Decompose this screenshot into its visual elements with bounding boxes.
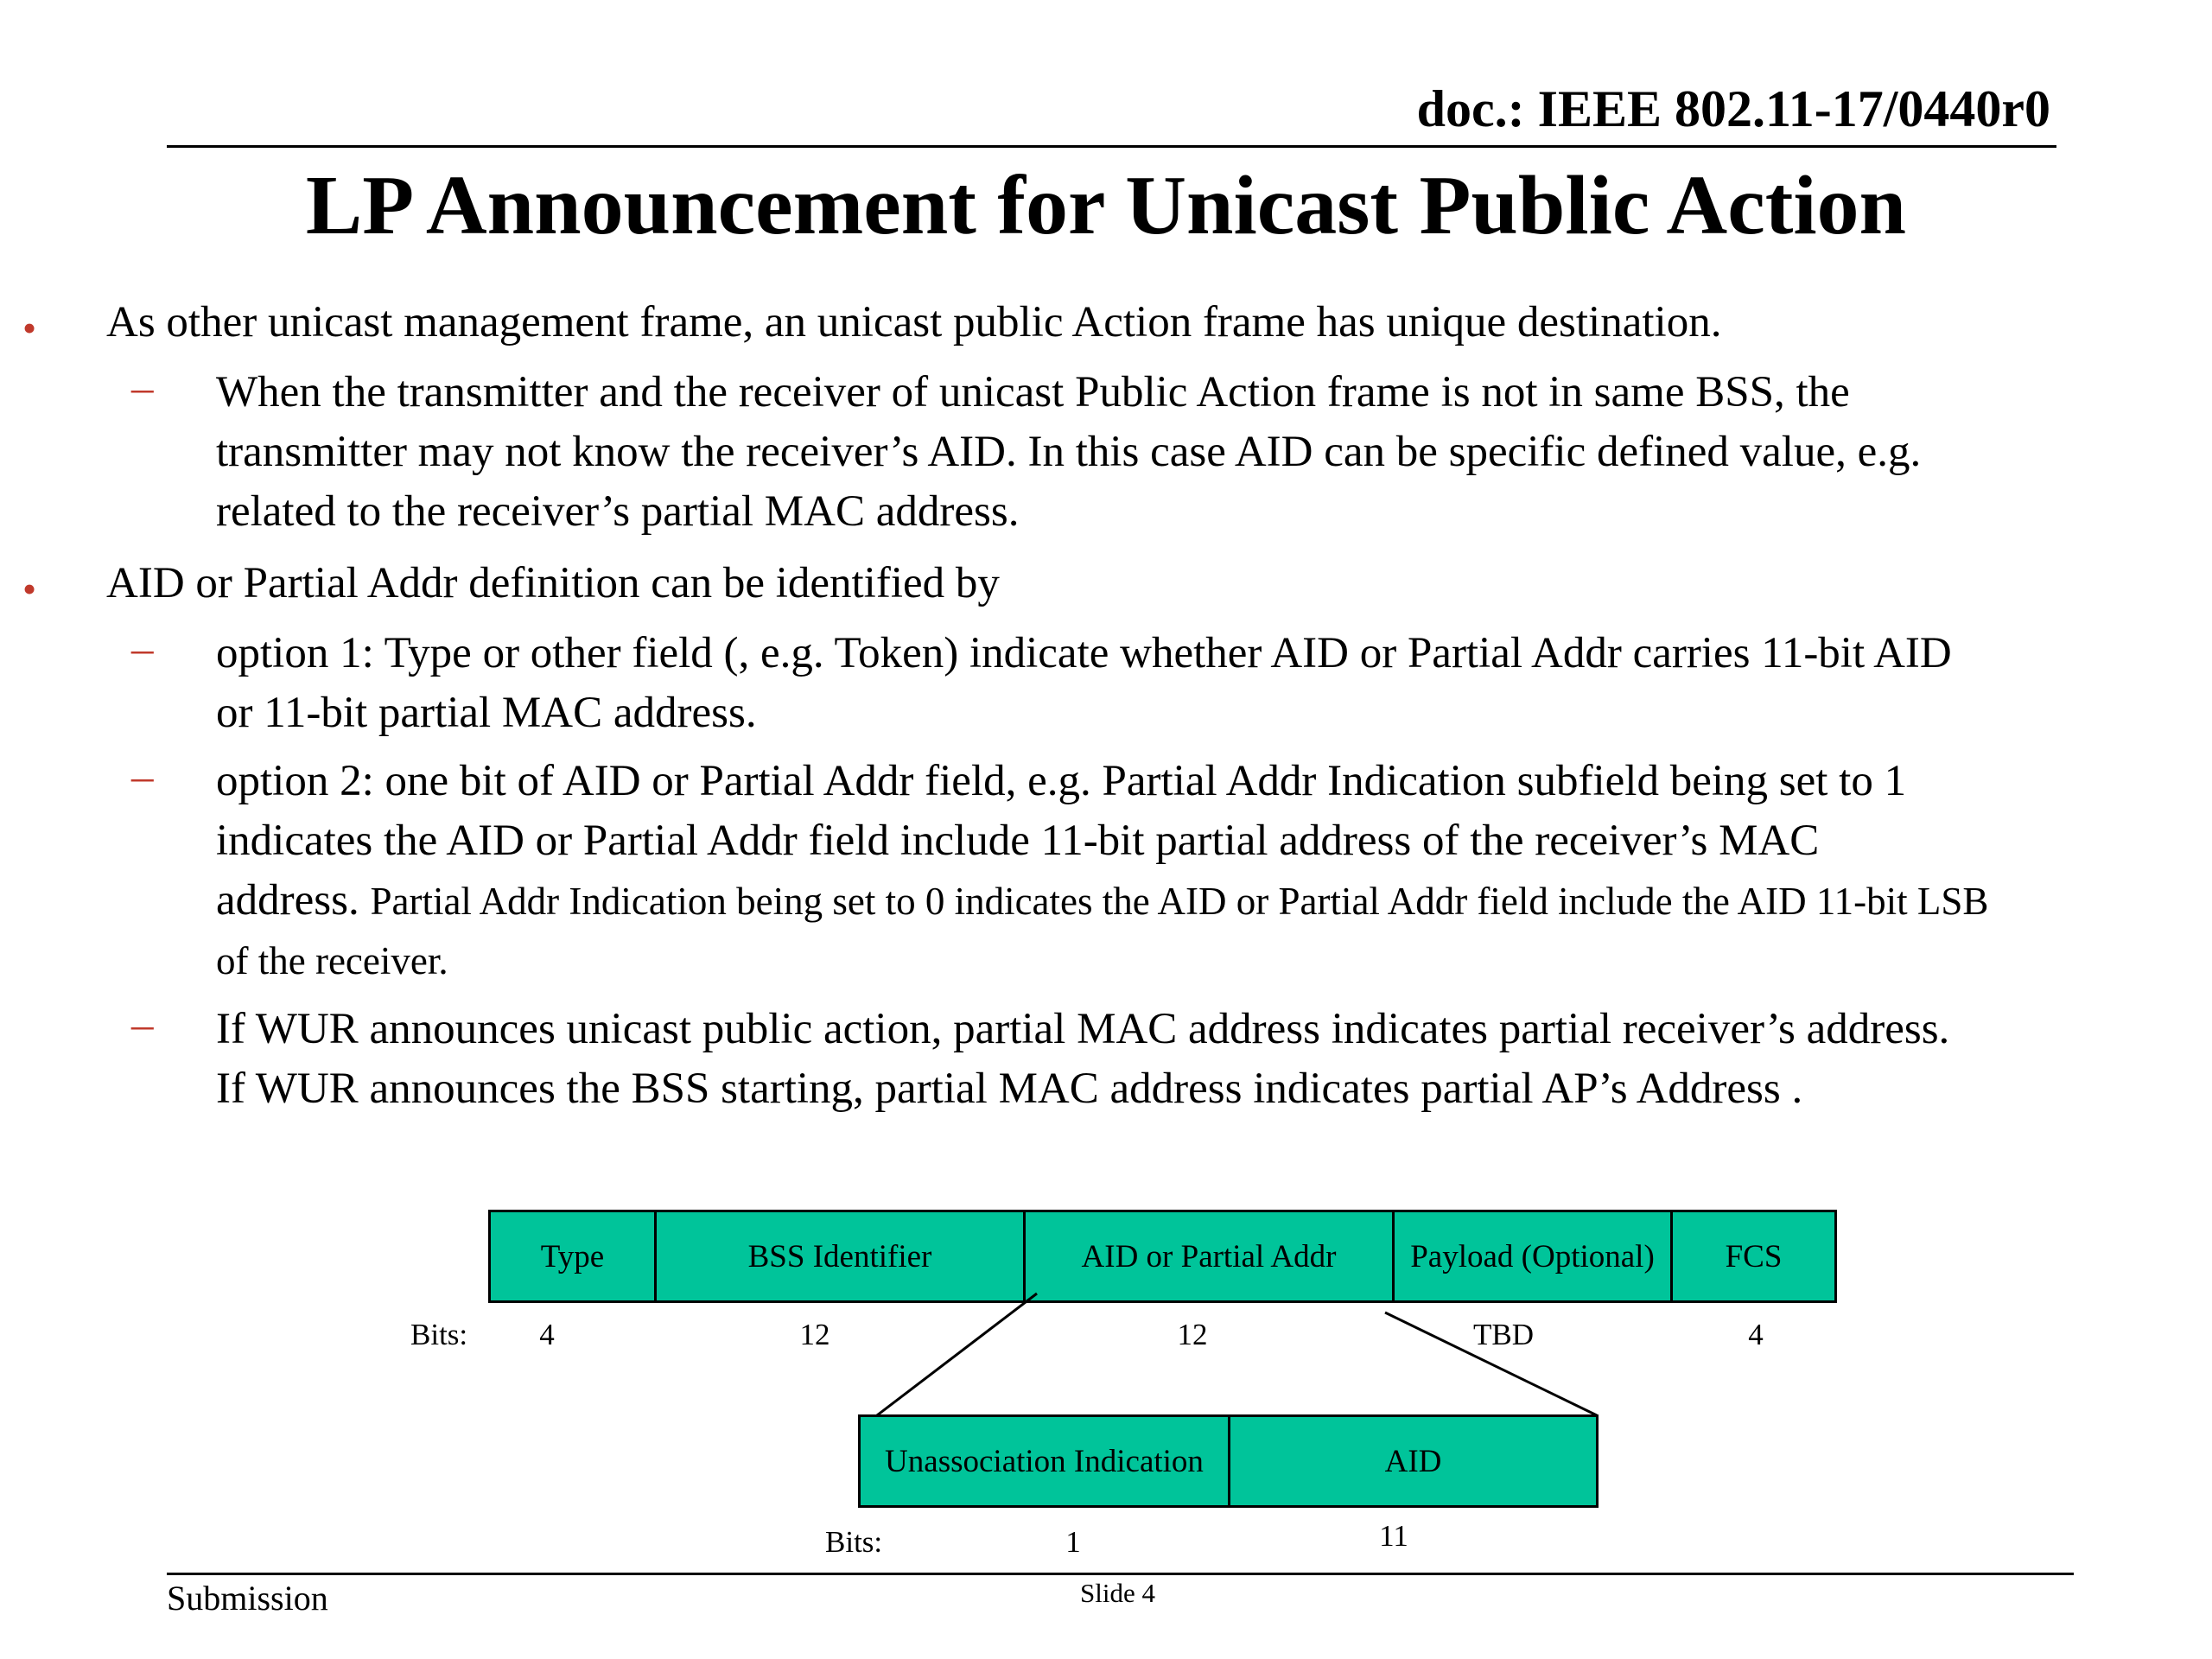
text-line: option 1: Type or other field (, e.g. To… xyxy=(216,629,1952,677)
bullet-2-sub-1: option 1: Type or other field (, e.g. To… xyxy=(216,624,1952,743)
bullet-marker: • xyxy=(22,306,37,350)
footer-slide-number: Slide 4 xyxy=(1080,1578,1155,1608)
bits-label: Bits: xyxy=(825,1525,883,1559)
bits-type: 4 xyxy=(539,1318,555,1351)
text-line: or 11-bit partial MAC address. xyxy=(216,689,757,737)
bullet-2-text: AID or Partial Addr definition can be id… xyxy=(106,559,1000,607)
text-line: indicates the AID or Partial Addr field … xyxy=(216,817,1820,865)
text-line: option 2: one bit of AID or Partial Addr… xyxy=(216,757,1907,805)
bits-aid-or-partial-addr: 12 xyxy=(1177,1318,1208,1351)
bullet-marker: • xyxy=(22,567,37,611)
text-line: address. Partial Addr Indication being s… xyxy=(216,871,1988,931)
bits-label: Bits: xyxy=(410,1318,468,1351)
header-rule xyxy=(167,145,2056,148)
bits-unassociation-indication: 1 xyxy=(1065,1525,1081,1559)
document-id: doc.: IEEE 802.11-17/0440r0 xyxy=(1416,80,2050,137)
bits-payload: TBD xyxy=(1473,1318,1534,1351)
footer-submission: Submission xyxy=(167,1579,328,1618)
bits-bss-identifier: 12 xyxy=(799,1318,830,1351)
footer-rule xyxy=(167,1573,2074,1575)
bits-aid: 11 xyxy=(1379,1519,1408,1553)
text-line: of the receiver. xyxy=(216,939,448,982)
bullet-2-sub-3: If WUR announces unicast public action, … xyxy=(216,1000,1949,1119)
dash-marker: – xyxy=(131,364,154,412)
field-unassociation-indication: Unassociation Indication xyxy=(858,1414,1230,1508)
text-line: When the transmitter and the receiver of… xyxy=(216,368,1850,416)
text-span-small: Partial Addr Indication being set to 0 i… xyxy=(370,880,1989,923)
slide-title: LP Announcement for Unicast Public Actio… xyxy=(305,159,1907,252)
bullet-1-sub-1: When the transmitter and the receiver of… xyxy=(216,363,1921,542)
expansion-line-left xyxy=(876,1292,1038,1417)
field-fcs: FCS xyxy=(1670,1210,1837,1303)
field-payload: Payload (Optional) xyxy=(1392,1210,1673,1303)
bullet-2-sub-2: option 2: one bit of AID or Partial Addr… xyxy=(216,752,1988,991)
text-line: related to the receiver’s partial MAC ad… xyxy=(216,487,1020,536)
expansion-line-right xyxy=(1384,1311,1598,1417)
dash-marker: – xyxy=(131,753,154,801)
bullet-1-text: As other unicast management frame, an un… xyxy=(106,298,1722,346)
text-line: If WUR announces the BSS starting, parti… xyxy=(216,1065,1803,1113)
dash-marker: – xyxy=(131,625,154,673)
field-aid-or-partial-addr: AID or Partial Addr xyxy=(1023,1210,1395,1303)
text-line: If WUR announces unicast public action, … xyxy=(216,1005,1950,1053)
field-type: Type xyxy=(488,1210,657,1303)
field-aid: AID xyxy=(1228,1414,1599,1508)
bits-fcs: 4 xyxy=(1748,1318,1764,1351)
text-line: transmitter may not know the receiver’s … xyxy=(216,428,1922,476)
text-span: address. xyxy=(216,876,359,925)
dash-marker: – xyxy=(131,1001,154,1049)
